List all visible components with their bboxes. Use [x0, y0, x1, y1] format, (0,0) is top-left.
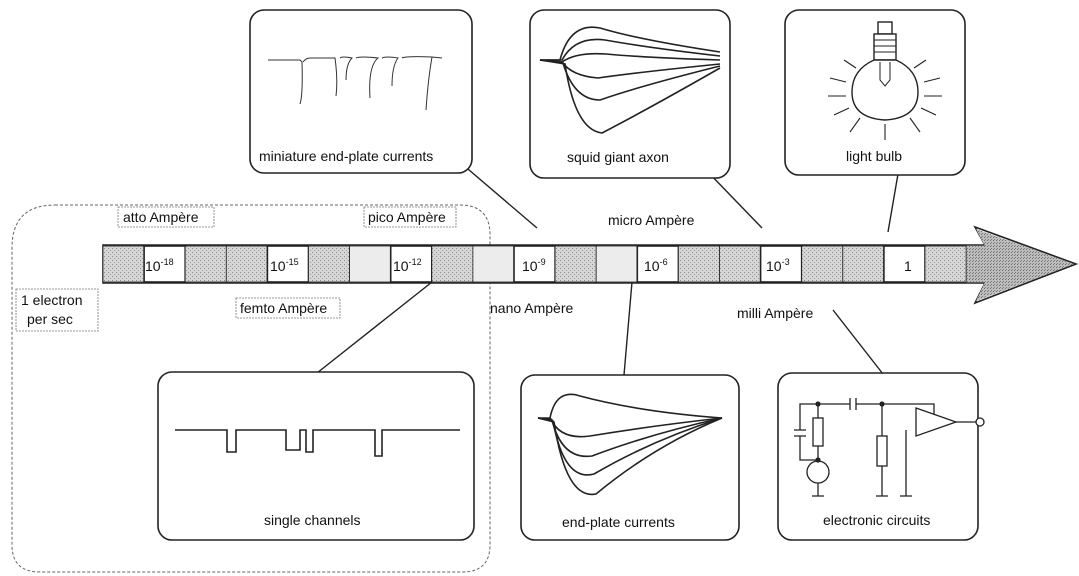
panel-frame	[529, 9, 731, 179]
panel-frame	[157, 371, 475, 541]
panel-single-channels: single channels	[157, 371, 475, 541]
nano-ampere-label: nano Ampère	[490, 300, 573, 316]
decade-label-1: 1	[904, 258, 912, 274]
panel-label-circuits: electronic circuits	[823, 512, 930, 528]
decade-label-1e-18: 10-18	[145, 257, 174, 274]
decade-labels: 10-18 10-15 10-12 10-9 10-6 10-3 1	[145, 257, 912, 274]
mepc-trace	[268, 56, 443, 111]
scale-cells	[102, 245, 967, 283]
pico-ampere-label: pico Ampère	[368, 209, 446, 225]
circuit-schematic	[794, 398, 985, 497]
scale-cell	[719, 245, 761, 283]
panel-squid-giant-axon: squid giant axon	[529, 9, 731, 179]
scale-cell	[102, 245, 145, 283]
electron-label-line2: per sec	[27, 311, 73, 327]
panel-electronic-circuits: electronic circuits	[777, 372, 985, 541]
panel-label-bulb: light bulb	[846, 148, 902, 164]
scale-cell	[842, 245, 885, 283]
circuit-junction-dots	[815, 401, 885, 463]
scale-cell	[184, 245, 227, 283]
panel-light-bulb: light bulb	[784, 9, 966, 176]
epc-traces	[537, 393, 723, 496]
pico-label-box	[363, 206, 457, 228]
femto-label-box	[235, 297, 341, 319]
decade-label-1e-6: 10-6	[644, 257, 668, 274]
low-current-region	[11, 204, 491, 573]
panel-frame	[520, 374, 740, 541]
femto-ampere-label: femto Ampère	[240, 300, 327, 316]
decade-cell	[883, 245, 926, 283]
scale-cell	[595, 245, 638, 283]
atto-ampere-label: atto Ampère	[123, 209, 199, 225]
scale-cell	[678, 245, 720, 283]
scale-cell	[472, 245, 515, 283]
single-channel-trace	[175, 429, 460, 457]
scale-cell	[554, 245, 597, 283]
decade-label-1e-3: 10-3	[766, 257, 790, 274]
electron-label-box	[15, 288, 99, 332]
scale-cell	[924, 245, 967, 283]
decade-cell	[759, 245, 803, 283]
atto-label-box	[117, 206, 215, 228]
panel-end-plate-currents: end-plate currents	[520, 374, 740, 541]
panel-label-mepc: miniature end-plate currents	[259, 148, 433, 164]
decade-label-1e-12: 10-12	[393, 257, 422, 274]
prefix-labels: atto Ampère pico Ampère micro Ampère fem…	[15, 206, 813, 332]
electron-label-line1: 1 electron	[21, 292, 82, 308]
scale-cell	[225, 245, 268, 283]
decade-cell	[636, 245, 680, 283]
panel-frame	[249, 9, 473, 174]
scale-cell	[349, 245, 392, 283]
decade-label-1e-15: 10-15	[270, 257, 299, 274]
milli-ampere-label: milli Ampère	[737, 305, 813, 321]
scale-cell	[801, 245, 844, 283]
decade-cell	[143, 245, 187, 283]
panel-label-epc: end-plate currents	[562, 514, 675, 530]
light-bulb-icon	[828, 21, 942, 140]
panel-miniature-end-plate-currents: miniature end-plate currents	[249, 9, 473, 174]
scale-cell	[308, 245, 350, 283]
squid-axon-traces	[539, 26, 721, 134]
decade-label-1e-9: 10-9	[522, 257, 546, 274]
panel-label-squid: squid giant axon	[567, 149, 669, 165]
connector-lines	[316, 157, 899, 376]
scale-cell	[431, 245, 474, 283]
panel-label-single: single channels	[264, 512, 361, 528]
micro-ampere-label: micro Ampère	[608, 212, 695, 228]
